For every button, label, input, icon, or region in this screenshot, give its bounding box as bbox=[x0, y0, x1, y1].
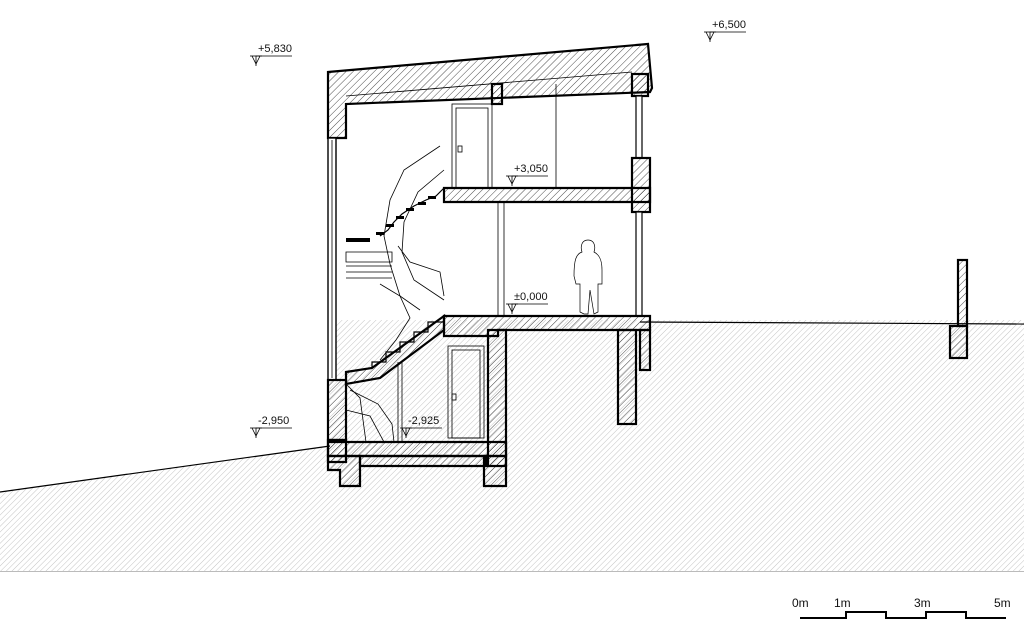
terrain bbox=[0, 320, 1024, 572]
level-marker-upper-floor: +3,050 bbox=[506, 163, 548, 186]
level-label-upper-floor: +3,050 bbox=[514, 163, 548, 175]
building-structure bbox=[326, 42, 654, 488]
level-label-ground-floor: ±0,000 bbox=[514, 291, 548, 303]
level-label-terrain-low: -2,950 bbox=[258, 415, 289, 427]
level-label-basement: -2,925 bbox=[408, 415, 439, 427]
scale-label-0: 0m bbox=[792, 596, 809, 610]
level-marker-basement: -2,925 bbox=[400, 415, 442, 438]
scale-bar: 0m 1m 3m 5m bbox=[792, 596, 1011, 619]
human-figure bbox=[573, 239, 603, 315]
scale-label-1: 1m bbox=[834, 596, 851, 610]
level-marker-terrain-low: -2,950 bbox=[250, 415, 292, 438]
level-marker-ground-floor: ±0,000 bbox=[506, 291, 548, 314]
level-label-roof-high: +6,500 bbox=[712, 19, 746, 31]
staircase bbox=[344, 145, 446, 443]
scale-label-3: 3m bbox=[914, 596, 931, 610]
retaining-wall bbox=[948, 258, 969, 360]
scale-label-5: 5m bbox=[994, 596, 1011, 610]
level-marker-roof-high: +6,500 bbox=[704, 19, 746, 42]
level-marker-roof-low: +5,830 bbox=[250, 43, 292, 66]
level-label-roof-low: +5,830 bbox=[258, 43, 292, 55]
